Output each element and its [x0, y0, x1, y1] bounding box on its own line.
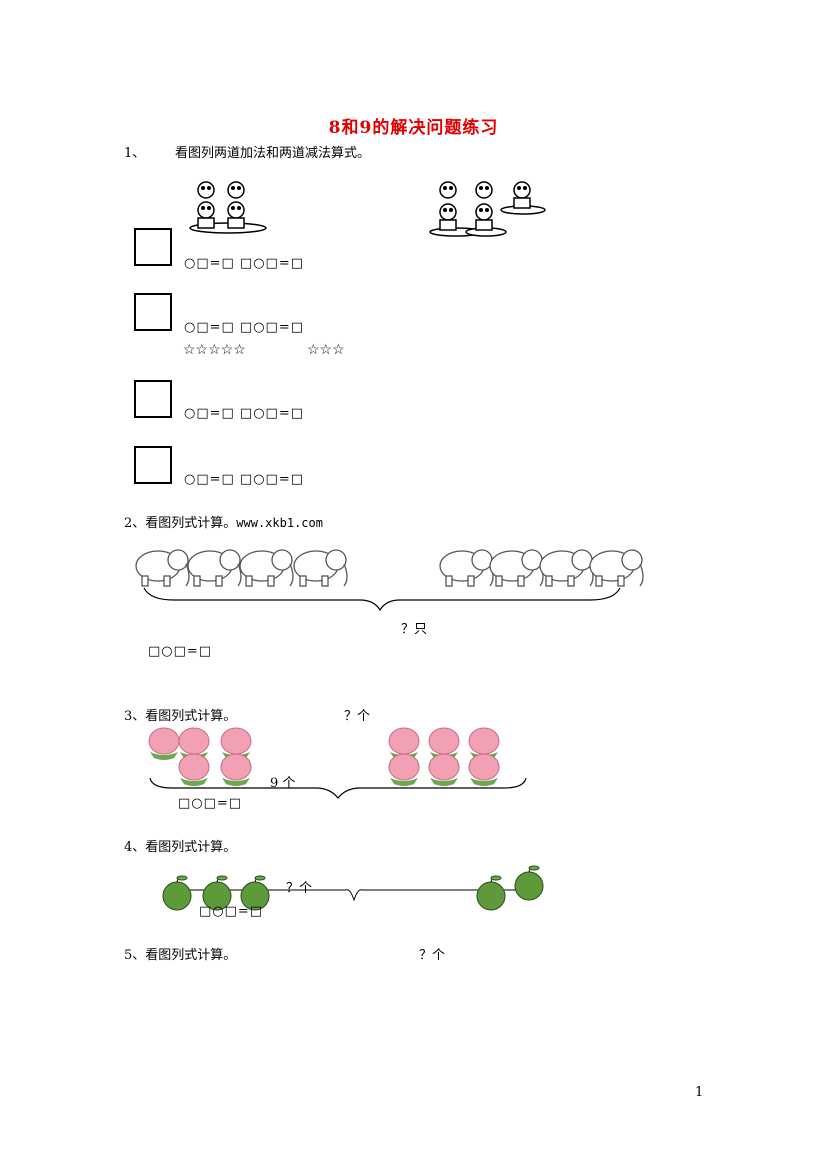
q1-equation-4: ○□=□ □○□=□ — [184, 472, 305, 487]
page-number: 1 — [695, 1085, 704, 1100]
q3-count-label: 9 个 — [270, 776, 296, 791]
page-title: 8和9的解决问题练习 — [328, 118, 499, 138]
q1-frogs-left — [189, 181, 267, 234]
q2-instruction-text: 2、看图列式计算。 — [124, 516, 237, 531]
q4-equation: □○□=□ — [199, 904, 264, 919]
q1-equation-1: ○□=□ □○□=□ — [184, 256, 305, 271]
q1-stars-left: ☆☆☆☆☆ — [183, 342, 246, 358]
q3-question-label: ？个 — [344, 709, 371, 724]
q2-elephants — [135, 549, 644, 612]
q2-instruction: 2、看图列式计算。www.xkb1.com — [124, 515, 323, 532]
q1-equation-3: ○□=□ □○□=□ — [184, 406, 305, 421]
q1-stars-right: ☆☆☆ — [307, 342, 345, 358]
q1-instruction: 看图列两道加法和两道减法算式。 — [175, 146, 371, 161]
q2-equation: □○□=□ — [148, 644, 213, 659]
q1-answer-box-3[interactable] — [134, 380, 172, 418]
q3-peaches — [148, 727, 527, 799]
q4-apples — [162, 865, 544, 911]
q3-equation: □○□=□ — [178, 796, 243, 811]
q4-instruction: 4、看图列式计算。 — [124, 840, 237, 855]
q2-site-text: www.xkb1.com — [236, 516, 323, 530]
q5-question-label: ？个 — [419, 948, 446, 963]
q2-question-label: ？只 — [401, 622, 428, 637]
q1-answer-box-2[interactable] — [134, 293, 172, 331]
q3-instruction: 3、看图列式计算。 — [124, 709, 237, 724]
q5-instruction: 5、看图列式计算。 — [124, 948, 237, 963]
q1-answer-box-1[interactable] — [134, 228, 172, 266]
q1-answer-box-4[interactable] — [134, 446, 172, 484]
q1-number: 1、 — [124, 146, 146, 161]
q1-equation-2: ○□=□ □○□=□ — [184, 320, 305, 335]
q4-question-label: ？个 — [286, 881, 313, 896]
q1-frogs-right — [429, 181, 546, 237]
